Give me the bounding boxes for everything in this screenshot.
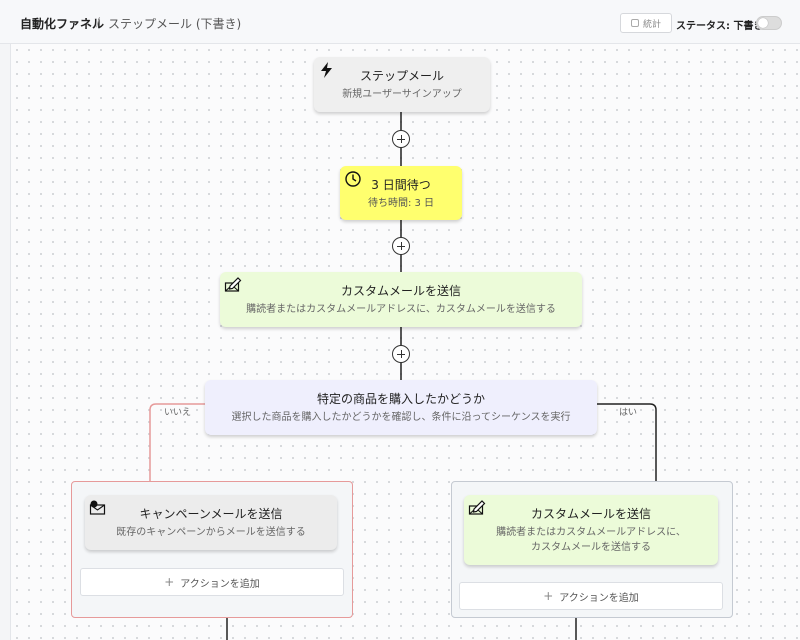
custom-mail-node[interactable]: カスタムメールを送信 購読者またはカスタムメールアドレスに、カスタムメールを送信… bbox=[220, 272, 582, 327]
branch-yes-label: はい bbox=[619, 408, 638, 418]
wait-node[interactable]: 3 日間待つ 待ち時間: 3 日 bbox=[340, 166, 462, 220]
campaign-mail-node[interactable]: キャンペーンメールを送信 既存のキャンペーンからメールを送信する bbox=[85, 495, 337, 550]
wait-subtitle: 待ち時間: 3 日 bbox=[367, 198, 435, 209]
status-label: ステータス: 下書き bbox=[676, 17, 763, 32]
stats-checkbox-icon bbox=[630, 19, 639, 27]
add-step-button-1[interactable] bbox=[392, 130, 410, 148]
stats-label: 統計 bbox=[642, 19, 661, 30]
clock-icon bbox=[345, 171, 361, 187]
add-action-label: アクションを追加 bbox=[559, 592, 639, 604]
campaign-mail-title: キャンペーンメールを送信 bbox=[139, 507, 283, 521]
breadcrumb-root[interactable]: 自動化ファネル bbox=[20, 17, 105, 31]
breadcrumb-current-page: ステップメール (下書き) bbox=[108, 17, 242, 31]
status-toggle[interactable] bbox=[756, 16, 782, 30]
status-prefix: ステータス: bbox=[676, 21, 730, 32]
trigger-node[interactable]: ステップメール 新規ユーザーサインアップ bbox=[314, 57, 490, 112]
trigger-subtitle: 新規ユーザーサインアップ bbox=[342, 89, 462, 100]
plus-icon: + bbox=[543, 589, 554, 603]
connector-no-branch bbox=[149, 403, 205, 481]
custom-mail-yes-subtitle-line2: カスタムメールを送信する bbox=[531, 541, 651, 553]
add-step-button-2[interactable] bbox=[392, 237, 410, 255]
custom-mail-yes-subtitle: 購読者またはカスタムメールアドレスに、 カスタムメールを送信する bbox=[464, 526, 718, 555]
pencil-envelope-icon bbox=[224, 277, 242, 292]
add-action-button-no[interactable]: + アクションを追加 bbox=[80, 568, 344, 596]
pencil-envelope-icon bbox=[468, 500, 486, 515]
branch-no-label: いいえ bbox=[164, 408, 192, 418]
custom-mail-yes-subtitle-line1: 購読者またはカスタムメールアドレスに、 bbox=[496, 527, 686, 538]
condition-subtitle: 選択した商品を購入したかどうかを確認し、条件に沿ってシーケンスを実行 bbox=[231, 412, 571, 423]
top-bar: 自動化ファネル / ステップメール (下書き) 統計 ステータス: 下書き bbox=[0, 0, 800, 44]
campaign-envelope-icon bbox=[89, 500, 106, 515]
plus-icon: + bbox=[164, 575, 175, 589]
toggle-knob bbox=[758, 18, 768, 28]
add-step-button-3[interactable] bbox=[392, 345, 410, 363]
add-action-button-yes[interactable]: + アクションを追加 bbox=[459, 582, 723, 610]
custom-mail-title: カスタムメールを送信 bbox=[340, 284, 461, 298]
custom-mail-yes-title: カスタムメールを送信 bbox=[530, 507, 651, 521]
stats-button[interactable]: 統計 bbox=[620, 13, 672, 33]
trigger-title: ステップメール bbox=[359, 69, 444, 83]
add-action-label: アクションを追加 bbox=[180, 578, 260, 590]
connector-yes-branch bbox=[597, 403, 657, 481]
custom-mail-subtitle: 購読者またはカスタムメールアドレスに、カスタムメールを送信する bbox=[246, 304, 556, 315]
custom-mail-node-yes[interactable]: カスタムメールを送信 購読者またはカスタムメールアドレスに、 カスタムメールを送… bbox=[464, 495, 718, 565]
condition-node[interactable]: 特定の商品を購入したかどうか 選択した商品を購入したかどうかを確認し、条件に沿っ… bbox=[205, 380, 597, 435]
status-value: 下書き bbox=[733, 21, 764, 32]
campaign-mail-subtitle: 既存のキャンペーンからメールを送信する bbox=[116, 527, 306, 538]
lightning-icon bbox=[321, 62, 332, 78]
breadcrumb-separator: / bbox=[96, 15, 101, 29]
wait-title: 3 日間待つ bbox=[371, 178, 431, 192]
condition-title: 特定の商品を購入したかどうか bbox=[316, 392, 485, 406]
